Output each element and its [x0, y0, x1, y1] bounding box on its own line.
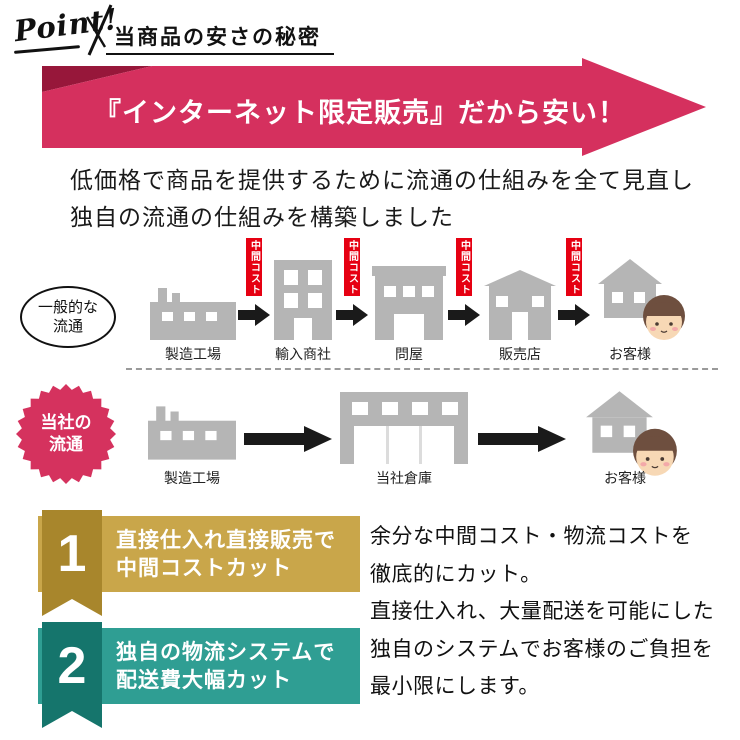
- step-label: 当社倉庫: [376, 470, 432, 486]
- intro-paragraph: 低価格で商品を提供するために流通の仕組みを全て見直し 独自の流通の仕組みを構築し…: [70, 162, 694, 236]
- factory-icon: [148, 406, 236, 460]
- description-line: 直接仕入れ、大量配送を可能にした: [370, 600, 715, 623]
- description-line: 余分な中間コスト・物流コストを: [370, 525, 693, 548]
- warehouse-icon: [340, 392, 468, 464]
- customer-house-face-icon: [598, 259, 685, 340]
- cost-tag: 中間コスト: [344, 238, 360, 296]
- step-label: お客様: [604, 470, 646, 486]
- banner-text: 『インターネット限定販売』だから安い！: [94, 98, 626, 128]
- page-title: 当商品の安さの秘密: [114, 26, 321, 49]
- arrow-right-icon: [244, 426, 332, 452]
- slash-icon: [85, 4, 113, 56]
- point-2-text: 独自の物流システムで 配送費大幅カット: [116, 641, 336, 692]
- step-label: 輸入商社: [275, 346, 331, 362]
- factory-icon: [150, 288, 236, 340]
- step-label: 問屋: [395, 346, 423, 362]
- arrow-right-icon: [238, 304, 270, 326]
- arrow-right-icon: [336, 304, 368, 326]
- point-1-text: 直接仕入れ直接販売で 中間コストカット: [116, 529, 336, 580]
- starburst-badge-icon: [16, 384, 116, 484]
- step-label: お客様: [609, 346, 651, 362]
- store-icon: [484, 270, 556, 340]
- arrow-right-icon: [558, 304, 590, 326]
- company-flow-label: 当社の 流通: [40, 413, 92, 454]
- description-line: 独自のシステムでお客様のご負担を: [370, 637, 714, 661]
- customer-house-face-icon: [586, 391, 677, 476]
- intro-line-1: 低価格で商品を提供するために流通の仕組みを全て見直し: [70, 167, 694, 193]
- arrow-banner-shape: [42, 58, 706, 156]
- description-paragraph: 余分な中間コスト・物流コストを 徹底的にカット。 直接仕入れ、大量配送を可能にし…: [370, 518, 714, 706]
- general-flow-label: 一般的な 流通: [20, 286, 116, 348]
- step-label: 製造工場: [165, 346, 221, 362]
- wholesaler-building-icon: [372, 266, 446, 340]
- step-label: 製造工場: [164, 470, 220, 486]
- point-1-number-ribbon: 1: [42, 510, 102, 616]
- divider-dashed-line: [126, 368, 718, 370]
- arrow-right-icon: [478, 426, 566, 452]
- cost-tag: 中間コスト: [246, 238, 262, 296]
- step-label: 販売店: [499, 346, 541, 362]
- title-underline: [106, 53, 334, 55]
- arrow-right-icon: [448, 304, 480, 326]
- cost-tag: 中間コスト: [566, 238, 582, 296]
- import-building-icon: [274, 260, 332, 340]
- cost-tag: 中間コスト: [456, 238, 472, 296]
- intro-line-2: 独自の流通の仕組みを構築しました: [70, 204, 454, 230]
- description-line: 徹底的にカット。: [370, 562, 542, 586]
- description-line: 最小限にします。: [370, 675, 540, 698]
- point-2-number-ribbon: 2: [42, 622, 102, 728]
